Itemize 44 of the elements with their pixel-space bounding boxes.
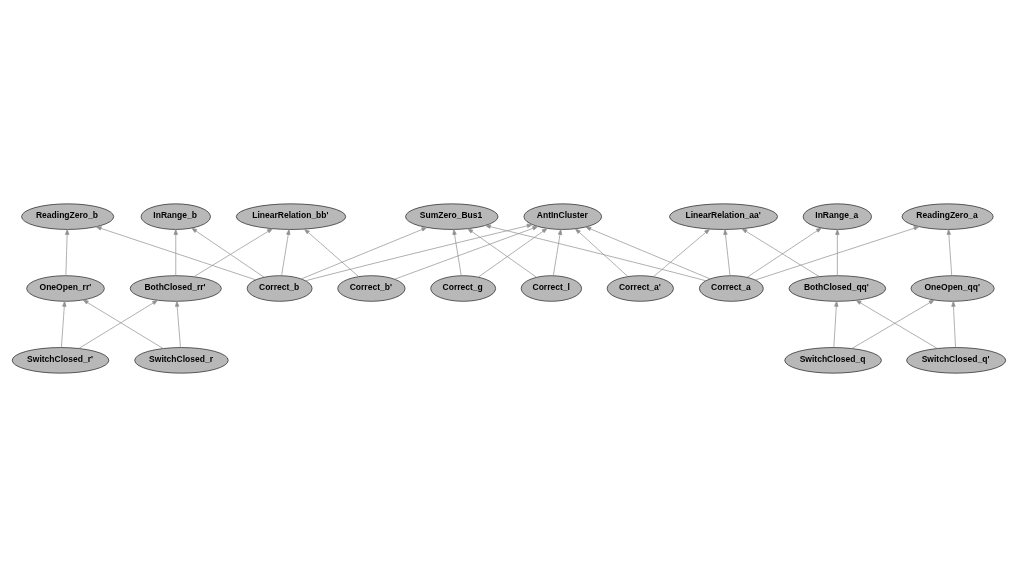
arrow xyxy=(951,301,956,348)
arrow xyxy=(61,301,67,348)
arrow xyxy=(304,228,359,277)
arrow xyxy=(173,229,178,276)
arrow xyxy=(585,226,711,280)
arrow xyxy=(653,228,710,277)
arrow xyxy=(452,229,462,276)
arrow xyxy=(754,226,920,281)
arrow xyxy=(575,228,629,277)
node-ellipse: InRange_b xyxy=(140,203,211,230)
node-ellipse: LinearRelation_bb' xyxy=(235,203,347,230)
arrow xyxy=(833,301,839,348)
node-ellipse: Correct_b xyxy=(246,275,313,302)
node-ellipse: SwitchClosed_r xyxy=(134,347,229,374)
arrow xyxy=(553,229,563,276)
arrow xyxy=(301,227,428,280)
arrow xyxy=(65,229,70,276)
arrow xyxy=(835,229,840,276)
arrow xyxy=(95,226,257,281)
node-ellipse: SwitchClosed_r' xyxy=(11,347,110,374)
node-ellipse: InRange_a xyxy=(802,203,872,230)
arrow xyxy=(305,223,533,282)
arrow xyxy=(467,228,537,278)
node-ellipse: Correct_g xyxy=(430,275,496,302)
arrow xyxy=(175,301,181,348)
arrow xyxy=(191,227,265,278)
node-ellipse: OneOpen_rr' xyxy=(26,275,105,302)
node-ellipse: LinearRelation_aa' xyxy=(669,203,778,230)
node-ellipse: Correct_l xyxy=(520,275,582,302)
arrow xyxy=(485,224,707,282)
node-ellipse: Correct_b' xyxy=(337,275,406,302)
node-ellipse: BothClosed_qq' xyxy=(788,275,887,302)
arrow xyxy=(477,228,548,278)
arrow xyxy=(193,228,273,277)
node-ellipse: SwitchClosed_q' xyxy=(906,347,1007,374)
node-ellipse: SwitchClosed_q xyxy=(784,347,882,374)
arrow xyxy=(281,229,291,276)
node-ellipse: Correct_a xyxy=(699,275,764,302)
arrow xyxy=(946,229,953,276)
node-ellipse: Correct_a' xyxy=(606,275,674,302)
node-ellipse: BothClosed_rr' xyxy=(129,275,222,302)
arrow xyxy=(723,229,731,276)
node-ellipse: OneOpen_qq' xyxy=(910,275,995,302)
arrow xyxy=(394,226,539,280)
